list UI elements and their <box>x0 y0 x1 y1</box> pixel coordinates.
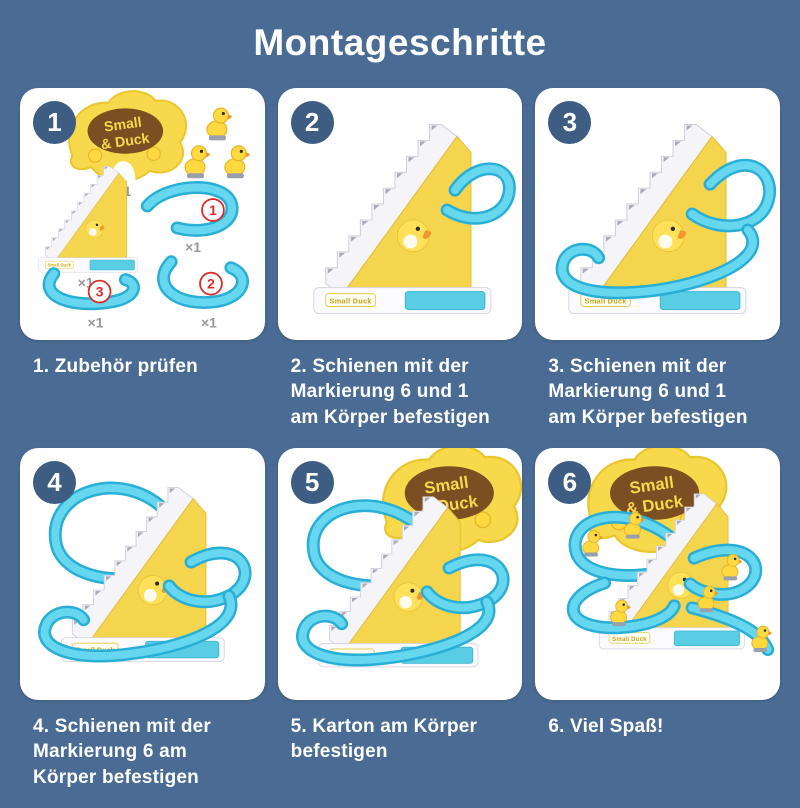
step-4-photo-card: 4 Small Duck <box>20 448 265 700</box>
page-title: Montageschritte <box>253 22 547 63</box>
track-piece-3-icon <box>42 267 140 311</box>
duck-icon <box>697 585 719 613</box>
staircase-icon: Small Duck <box>38 166 139 273</box>
small-duck-sign-icon: Small & Duck <box>68 90 187 186</box>
duck-icon <box>582 530 603 557</box>
brand-label: Small Duck <box>329 297 372 306</box>
step-5-photo-card: 5 Small & Duck <box>277 448 523 700</box>
duck-icon <box>624 512 645 539</box>
duck-icon <box>206 107 232 141</box>
step-6: 6 Small & Duck <box>535 448 780 808</box>
duck-icon <box>721 554 743 581</box>
step-2-caption: 2. Schienen mit der Markierung 6 und 1 a… <box>290 356 490 428</box>
step-3-number-badge: 3 <box>548 101 592 144</box>
step-3-photo-card: 3 Small Duck <box>535 88 780 340</box>
step-5: 5 Small & Duck <box>277 448 523 808</box>
track2-qty-label: ×1 <box>201 314 217 330</box>
step-4-number-badge: 4 <box>33 461 76 504</box>
track-bottom-icon <box>38 589 238 663</box>
svg-text:1: 1 <box>209 202 217 218</box>
step-6-photo-card: 6 Small & Duck <box>535 448 780 700</box>
track3-qty-label: ×1 <box>88 314 104 330</box>
duck-icon <box>751 625 773 652</box>
step-4: 4 Small Duck <box>20 448 265 808</box>
sign-text-line1: Small <box>103 115 143 136</box>
step-1-parts-illustration: Small & Duck ×1 <box>38 90 250 330</box>
step-6-number-badge: 6 <box>548 461 592 504</box>
step-4-illustration: Small Duck <box>38 481 252 663</box>
svg-text:2: 2 <box>207 276 215 292</box>
sign-text-line2: & Duck <box>100 131 151 154</box>
step-6-caption: 6. Viel Spaß! <box>548 716 664 737</box>
staircase-icon: Small Duck <box>568 123 747 314</box>
part-number-badge <box>201 198 225 222</box>
duckling-doodle-icon <box>87 148 103 163</box>
step-1-photo-card: 1 Small & Duck ×1 <box>20 88 265 340</box>
duck-art-icon <box>393 582 425 612</box>
track-bottom-icon <box>295 595 496 667</box>
svg-text:3: 3 <box>96 284 104 300</box>
track-piece-icon <box>440 162 516 225</box>
step-2-photo-card: 2 Small Duck <box>277 88 523 340</box>
staircase-icon: Small Duck <box>312 123 491 314</box>
duck-icon <box>610 599 631 627</box>
brand-label: Small Duck <box>585 297 628 306</box>
step-5-number-badge: 5 <box>290 461 334 504</box>
track-right-loop-icon <box>162 546 252 609</box>
step-1-caption: 1. Zubehör prüfen <box>33 356 198 377</box>
step-6-illustration: Small & Duck <box>567 448 775 657</box>
duck-art-icon <box>85 219 105 238</box>
part-number-badge <box>199 271 223 296</box>
step-2-number-badge: 2 <box>290 101 334 144</box>
step-5-illustration: Small & Duck <box>295 448 522 668</box>
track-loop-icon <box>686 158 777 233</box>
duck-icon <box>224 145 250 179</box>
brand-label: Small Duck <box>48 263 72 268</box>
track-left-lower-loop-icon <box>567 576 682 635</box>
step-3: 3 Small Duck <box>535 88 780 448</box>
step-2: 2 Small Duck <box>277 88 523 448</box>
step-3-illustration: Small Duck <box>556 123 777 314</box>
step-2-illustration: Small Duck <box>312 123 516 314</box>
step-3-caption: 3. Schienen mit der Markierung 6 und 1 a… <box>548 356 748 428</box>
duck-art-icon <box>652 219 687 253</box>
track-piece-1-icon <box>140 181 239 237</box>
assembly-steps-grid: 1 Small & Duck ×1 <box>20 88 780 808</box>
step-5-caption: 5. Karton am Körper befestigen <box>290 716 478 763</box>
duck-icon <box>184 145 210 179</box>
step-1-number-badge: 1 <box>33 101 76 144</box>
brand-label: Small Duck <box>612 636 647 643</box>
track-piece-2-icon <box>157 255 249 309</box>
track1-qty-label: ×1 <box>185 239 201 255</box>
duckling-doodle-icon <box>146 146 161 161</box>
part-number-badge <box>87 279 112 304</box>
duck-art-icon <box>396 219 431 253</box>
step-4-caption: 4. Schienen mit der Markierung 6 am Körp… <box>33 716 212 788</box>
track-lower-icon <box>556 223 760 300</box>
step-1: 1 Small & Duck ×1 <box>20 88 265 448</box>
